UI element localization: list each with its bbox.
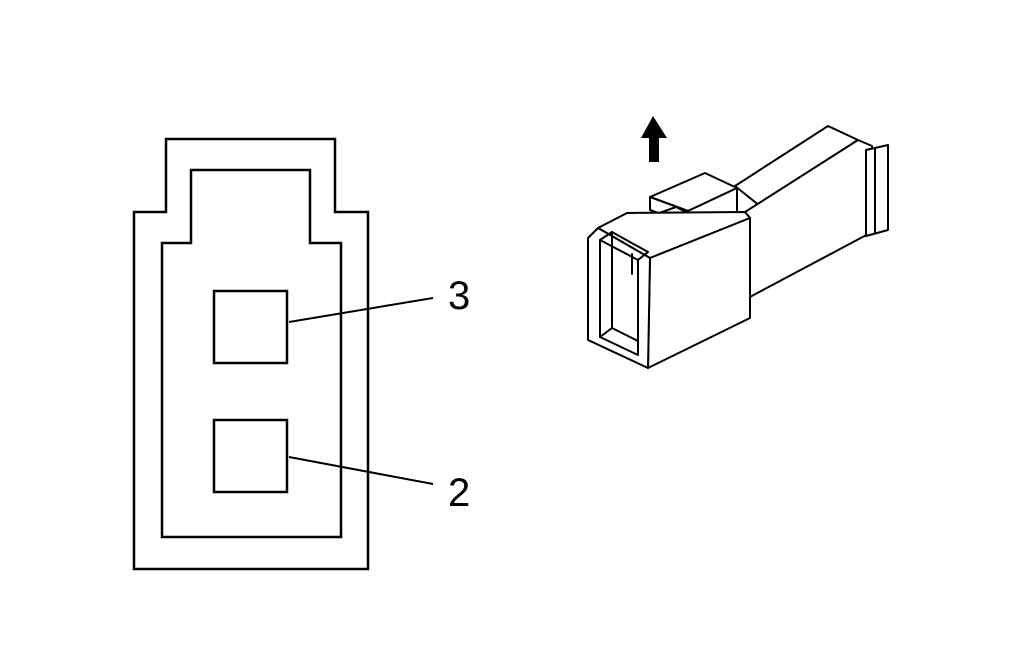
connector-rear-flange [865, 144, 889, 237]
pin-3-label: 3 [448, 274, 470, 318]
connector-outer-outline [132, 137, 370, 571]
pin-3-terminal [212, 289, 289, 365]
connector-cavity-opening [599, 239, 639, 356]
connector-3d-view [587, 116, 889, 369]
pin-2-label: 2 [448, 471, 470, 515]
connector-inner-outline [160, 168, 343, 539]
pin-2-leader-line [288, 456, 434, 485]
pin-3-leader-line [288, 297, 434, 323]
connector-cavity-inner-edge [599, 231, 649, 261]
connector-face-view: 3 2 [132, 137, 470, 571]
up-arrow-icon [641, 116, 667, 162]
pin-2-terminal [212, 418, 289, 494]
